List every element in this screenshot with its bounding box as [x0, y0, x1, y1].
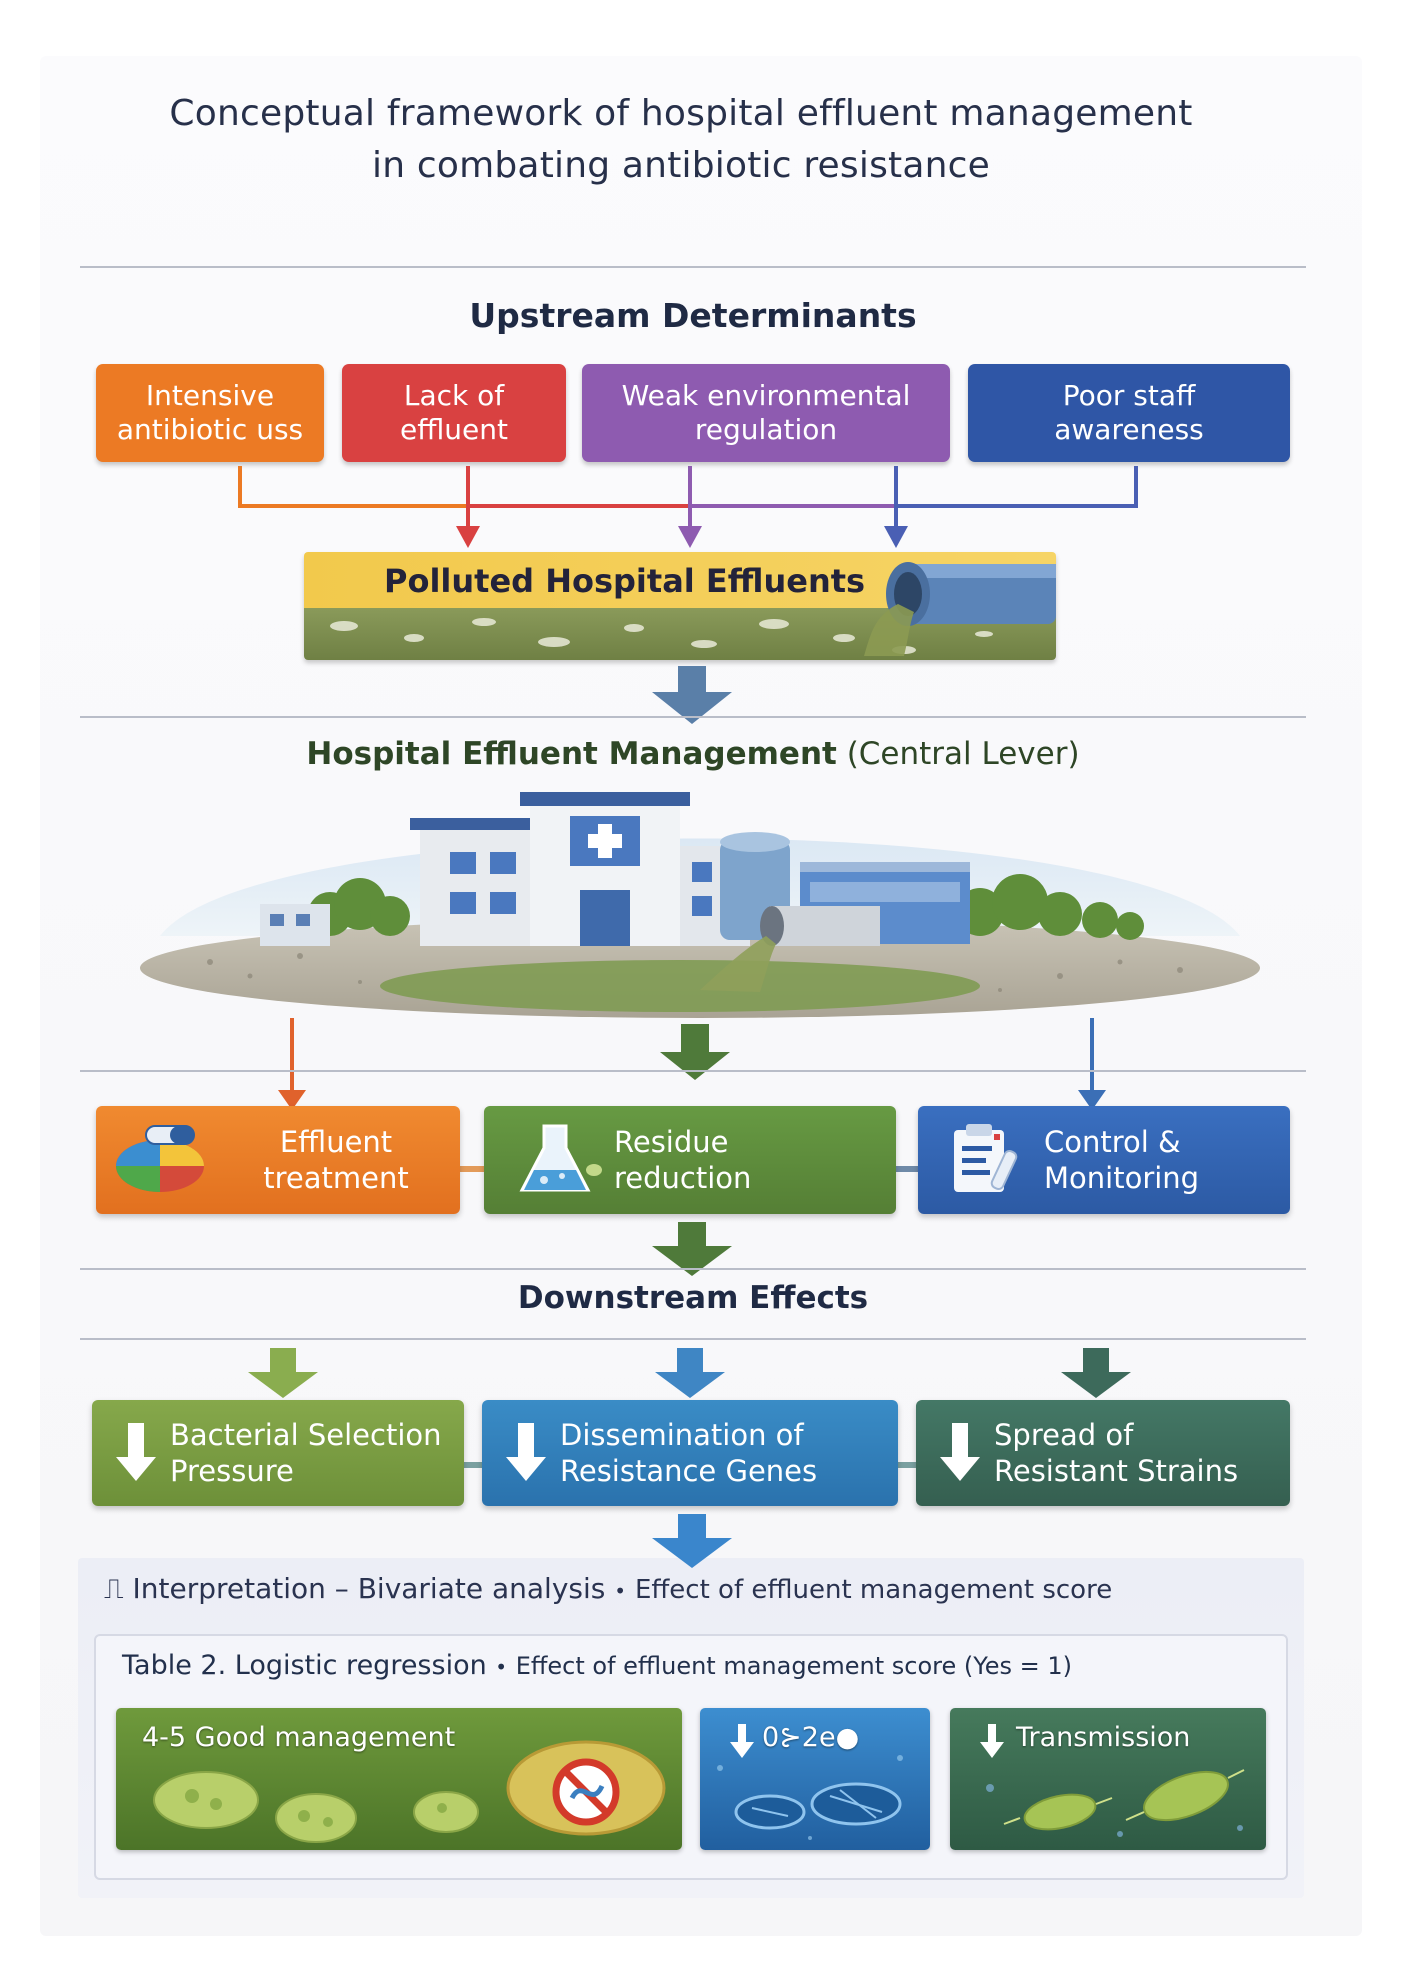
- downstream-arrows: [248, 1348, 1131, 1398]
- divider-upstream: [80, 716, 1306, 718]
- arrowhead-orange: [278, 1090, 306, 1110]
- lever-box-effluent-treatment: Effluent treatment: [96, 1106, 460, 1214]
- effect-link-1: [464, 1462, 482, 1468]
- arrow-down-icon: [730, 1724, 754, 1758]
- arrow-down-spread: [1061, 1348, 1131, 1398]
- divider-lever: [80, 1070, 1306, 1072]
- arrow-to-downstream: [652, 1222, 732, 1276]
- upstream-box-line2: effluent: [400, 413, 508, 446]
- microbe-illustration: [700, 1708, 930, 1850]
- lever-box-residue-reduction: Residue reduction: [484, 1106, 896, 1214]
- tile-label: 0⊱2e●: [762, 1722, 860, 1753]
- downstream-heading: Downstream Effects: [517, 1280, 869, 1316]
- upstream-box-line1: Intensive: [145, 379, 275, 412]
- effect-line2: Pressure: [170, 1454, 294, 1488]
- title-line-2: in combating antibiotic resistance: [372, 145, 990, 186]
- lever-line2: reduction: [614, 1161, 752, 1195]
- hospital-illustration: [140, 792, 1260, 1018]
- clipboard-icon: [954, 1124, 1018, 1192]
- upstream-box-line2: antibiotic uss: [116, 413, 304, 446]
- arrow-down-icon: [940, 1423, 980, 1481]
- arrow-to-interpretation: [652, 1514, 732, 1568]
- table-title: Table 2. Logistic regression • Effect of…: [122, 1650, 1072, 1681]
- polluted-effluents-label: Polluted Hospital Effluents: [384, 562, 866, 600]
- divider-top: [80, 266, 1306, 268]
- effect-line1: Bacterial Selection: [170, 1418, 442, 1452]
- effect-box-selection-pressure: Bacterial Selection Pressure: [92, 1400, 464, 1506]
- upstream-box-line1: Lack of: [403, 379, 505, 412]
- connector-staff-awareness: [896, 466, 1138, 508]
- lever-line2: treatment: [263, 1161, 409, 1195]
- tile-0-2e: 0⊱2e●: [700, 1708, 930, 1850]
- arrow-to-management: [652, 666, 732, 724]
- arrow-down-dissemination: [655, 1348, 725, 1398]
- arrowhead-red: [456, 526, 480, 548]
- upstream-box-line1: Poor staff: [1062, 379, 1196, 412]
- central-heading-main: Hospital Effluent Management: [306, 736, 837, 772]
- lever-arrows: [278, 1018, 1106, 1110]
- divider-downstream-bottom: [80, 1338, 1306, 1340]
- lever-line1: Effluent: [279, 1125, 393, 1159]
- arrowhead-blue: [884, 526, 908, 548]
- effect-link-2: [898, 1462, 916, 1468]
- arrow-down-icon: [980, 1724, 1004, 1758]
- table-title-main: Table 2. Logistic regression: [122, 1650, 487, 1681]
- flask-icon: [519, 1124, 602, 1192]
- title-line-1: Conceptual framework of hospital effluen…: [169, 93, 1193, 134]
- transmission-illustration: [950, 1708, 1266, 1850]
- upstream-box-line1: Weak environmental: [621, 379, 911, 412]
- effect-line2: Resistant Strains: [994, 1454, 1239, 1488]
- tile-good-management: 4-5 Good management: [116, 1708, 682, 1850]
- upstream-box-line2: awareness: [1054, 413, 1204, 446]
- pipe-icon: [864, 562, 1056, 656]
- lever-line1: Residue: [614, 1125, 729, 1159]
- effect-line1: Spread of: [994, 1418, 1134, 1452]
- table-title-subtitle: Effect of effluent management score (Yes…: [515, 1652, 1072, 1680]
- effect-box-resistant-strains: Spread of Resistant Strains: [916, 1400, 1290, 1506]
- interpretation-text-2: Effect of effluent management score: [634, 1575, 1113, 1605]
- effect-line2: Resistance Genes: [560, 1454, 818, 1488]
- central-heading-suffix: (Central Lever): [846, 736, 1080, 772]
- polluted-effluents-banner: Polluted Hospital Effluents: [304, 552, 1056, 660]
- tile-label: Transmission: [1016, 1722, 1191, 1753]
- arrow-down-selection: [248, 1348, 318, 1398]
- effect-line1: Dissemination of: [560, 1418, 804, 1452]
- central-heading: Hospital Effluent Management (Central Le…: [80, 736, 1306, 772]
- divider-downstream-top: [80, 1268, 1306, 1270]
- lever-line2: Monitoring: [1044, 1161, 1200, 1195]
- lever-line1: Control &: [1044, 1125, 1181, 1159]
- arrowhead-blue-lever: [1078, 1090, 1106, 1110]
- interpretation-line: ⎍ Interpretation – Bivariate analysis • …: [104, 1572, 1112, 1606]
- interpretation-text: Interpretation – Bivariate analysis: [132, 1572, 606, 1605]
- arrowhead-green: [660, 1052, 730, 1080]
- pills-icon: [116, 1125, 204, 1192]
- tile-transmission: Transmission: [950, 1708, 1266, 1850]
- connector-antibiotic-use: [238, 466, 470, 508]
- effect-box-resistance-genes: Dissemination of Resistance Genes: [482, 1400, 898, 1506]
- table-title-bullet: •: [495, 1655, 508, 1679]
- lever-box-control-monitoring: Control & Monitoring: [918, 1106, 1290, 1214]
- upstream-heading: Upstream Determinants: [469, 296, 917, 335]
- upstream-connectors: [238, 466, 1138, 548]
- arrowhead-purple: [678, 526, 702, 548]
- tile-label: 4-5 Good management: [142, 1722, 456, 1753]
- lever-link-1: [460, 1166, 486, 1172]
- bacteria-illustration: [116, 1708, 682, 1850]
- interpretation-bullet: •: [614, 1579, 627, 1603]
- interpretation-glyph-icon: ⎍: [104, 1572, 124, 1605]
- upstream-box-line2: regulation: [694, 413, 838, 446]
- figure-title: Conceptual framework of hospital effluen…: [70, 88, 1292, 192]
- lever-link-2: [896, 1166, 918, 1172]
- arrow-down-icon: [116, 1423, 156, 1481]
- arrow-down-icon: [506, 1423, 546, 1481]
